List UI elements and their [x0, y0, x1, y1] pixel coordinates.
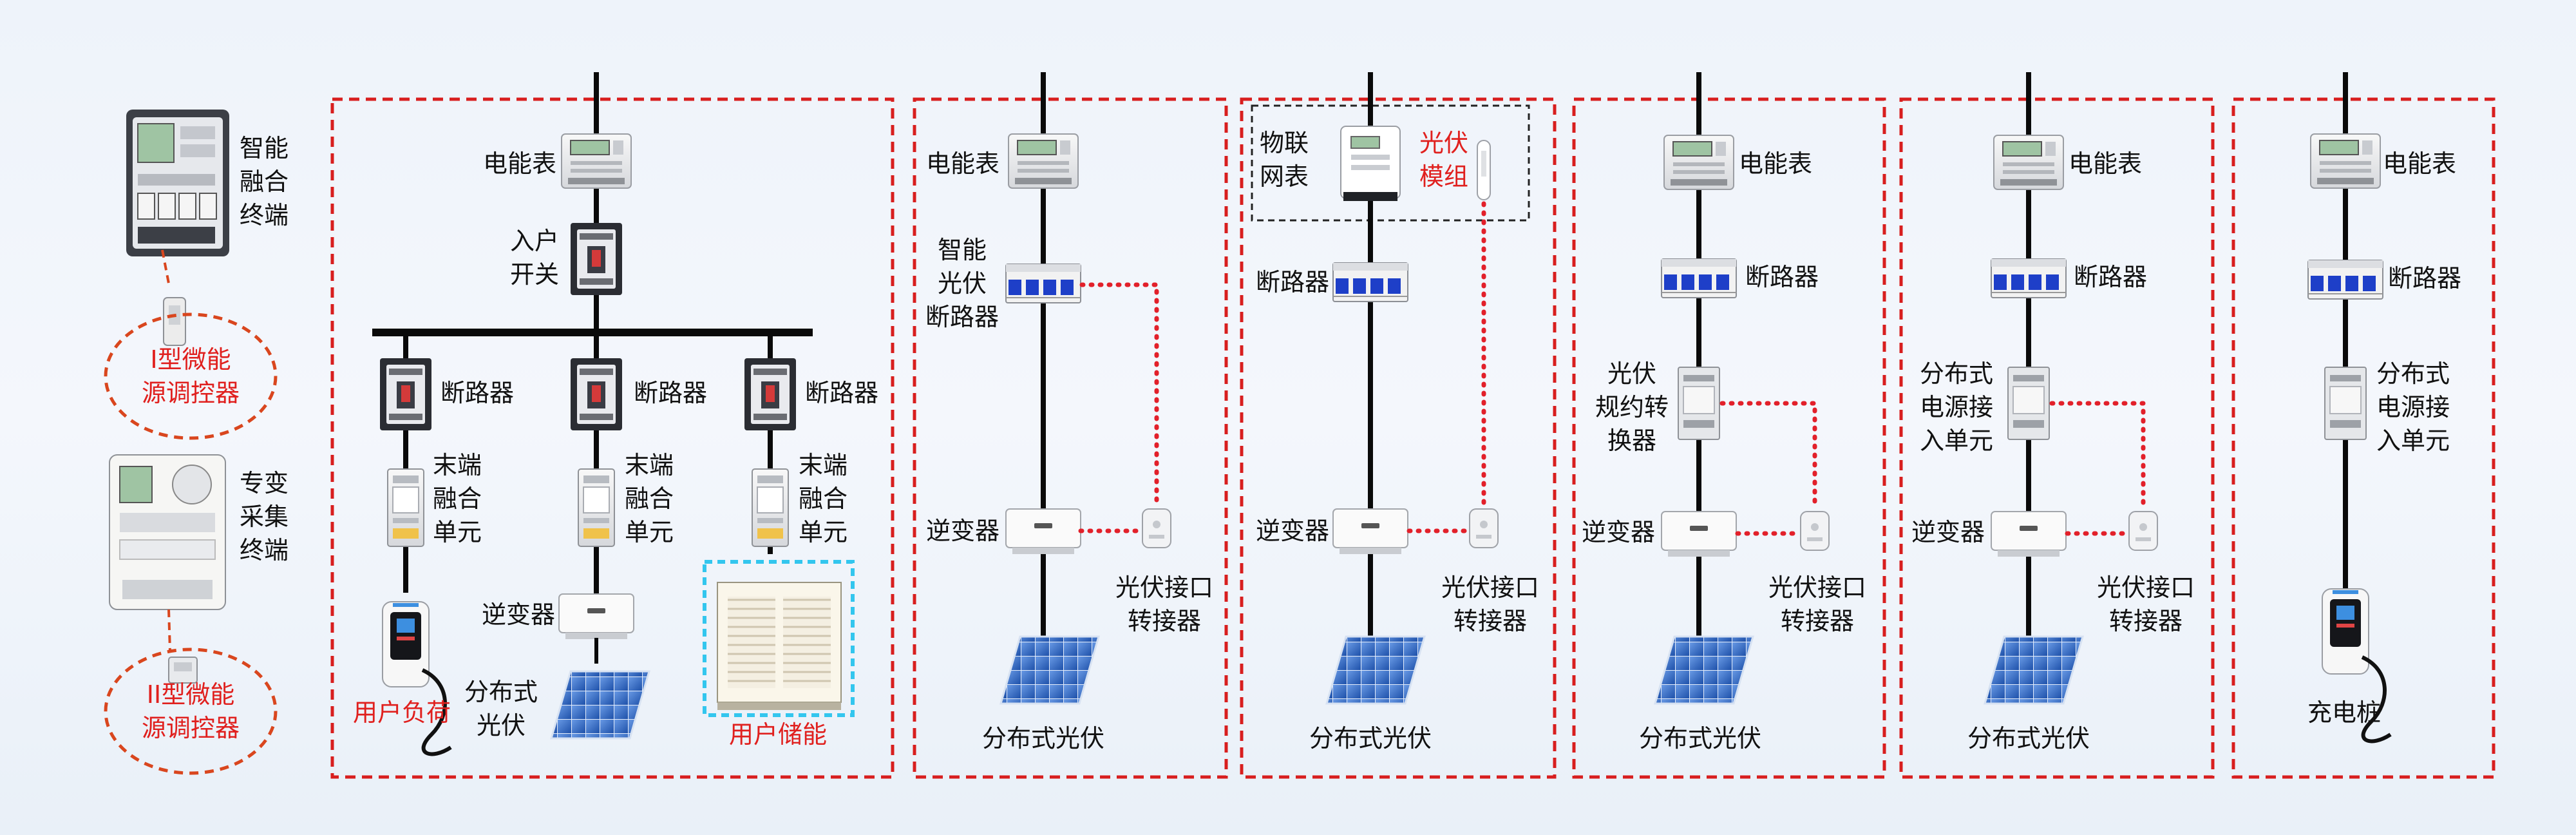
s3-pv-module-label: 光伏模组	[1419, 129, 1469, 191]
type1-controller-device	[163, 297, 186, 346]
s3-inverter-label: 逆变器	[1255, 517, 1329, 545]
s2-smart-pv-breaker	[1005, 264, 1081, 303]
s1-house-switch	[571, 223, 622, 295]
s4-protocol-converter	[1678, 367, 1720, 440]
s3-iot-meter	[1340, 126, 1401, 202]
s6-meter-label: 电能表	[2383, 149, 2457, 178]
s2-inverter-label: 逆变器	[925, 517, 999, 545]
s5-pv-adapter	[2128, 511, 2158, 551]
s2-inverter	[1005, 508, 1081, 555]
s1-breaker-3	[744, 358, 796, 430]
s1-end-unit-3-label: 末端融合单元	[799, 451, 848, 546]
s3-pv-panel	[1325, 635, 1426, 705]
s1-end-unit-2	[578, 468, 615, 547]
s4-breaker-label: 断路器	[1745, 263, 1819, 291]
s4-meter-label: 电能表	[1739, 149, 1813, 178]
s1-meter	[561, 133, 632, 189]
special-terminal-label: 专变采集终端	[240, 469, 289, 564]
special-terminal-device	[109, 454, 226, 610]
s1-inverter	[558, 593, 634, 640]
s5-meter	[1993, 135, 2064, 190]
s4-inverter	[1661, 511, 1737, 557]
s5-breaker	[1991, 258, 2067, 298]
s1-end-unit-1	[387, 468, 424, 547]
s1-breaker-3-label: 断路器	[805, 379, 879, 407]
s1-inverter-label: 逆变器	[481, 600, 555, 629]
s2-meter-label: 电能表	[925, 149, 999, 178]
smart-terminal-label: 智能融合终端	[240, 134, 289, 229]
type1-controller-label: I型微能源调控器	[141, 345, 240, 407]
s3-breaker	[1332, 262, 1408, 302]
type2-controller-label: II型微能源调控器	[141, 680, 240, 742]
s6-breaker-label: 断路器	[2388, 264, 2462, 293]
s5-inverter	[1991, 511, 2067, 557]
s4-pv-panel	[1654, 635, 1754, 705]
type2-controller-outline	[104, 648, 278, 775]
s1-end-unit-3	[752, 468, 789, 547]
s5-pv-label: 分布式光伏	[1967, 724, 2090, 753]
s5-breaker-label: 断路器	[2074, 263, 2148, 291]
s1-breaker-2-label: 断路器	[634, 379, 708, 407]
s1-breaker-2	[571, 358, 622, 430]
type2-controller-device	[168, 657, 198, 684]
s2-meter	[1008, 133, 1079, 189]
s4-meter	[1663, 135, 1734, 190]
section-3-frame	[1240, 97, 1557, 779]
s3-pv-module	[1477, 140, 1491, 200]
s5-pv-panel	[1984, 635, 2084, 705]
s5-access-unit	[2007, 367, 2050, 440]
s1-user-load-label: 用户负荷	[352, 698, 451, 727]
s6-meter	[2310, 133, 2381, 189]
s1-user-load-charger	[383, 602, 451, 754]
smart-terminal-device	[126, 110, 229, 256]
s3-breaker-label: 断路器	[1255, 268, 1329, 296]
s4-inverter-label: 逆变器	[1581, 518, 1655, 546]
s5-adapter-label: 光伏接口转接器	[2096, 573, 2195, 635]
section-1-frame	[330, 97, 895, 779]
s6-access-unit-label: 分布式电源接入单元	[2376, 360, 2450, 455]
s1-meter-label: 电能表	[482, 149, 556, 178]
s2-pv-panel	[999, 635, 1100, 705]
s1-end-unit-1-label: 末端融合单元	[433, 451, 482, 546]
s1-breaker-1-label: 断路器	[440, 379, 515, 407]
s3-pv-adapter	[1469, 508, 1499, 548]
s1-user-storage-label: 用户储能	[728, 720, 828, 749]
s6-breaker	[2307, 260, 2383, 300]
s3-iot-meter-label: 物联网表	[1260, 129, 1309, 191]
s5-inverter-label: 逆变器	[1911, 518, 1985, 546]
s5-meter-label: 电能表	[2069, 149, 2143, 178]
s4-converter-label: 光伏规约转换器	[1595, 360, 1669, 455]
s2-pv-label: 分布式光伏	[981, 724, 1105, 753]
s4-breaker	[1661, 258, 1737, 298]
s3-pv-label: 分布式光伏	[1309, 724, 1432, 753]
s4-adapter-label: 光伏接口转接器	[1768, 573, 1867, 635]
section-2-frame	[913, 97, 1228, 779]
s2-breaker-label: 智能光伏断路器	[925, 236, 999, 331]
s1-switch-label: 入户开关	[509, 227, 559, 289]
s1-breaker-1	[380, 358, 431, 430]
s4-pv-label: 分布式光伏	[1638, 724, 1762, 753]
s1-storage-frame	[703, 560, 855, 717]
s1-pv-panel	[550, 670, 650, 740]
s6-charger-label: 充电桩	[2307, 698, 2382, 727]
s5-access-unit-label: 分布式电源接入单元	[1919, 360, 1994, 455]
s1-pv-label: 分布式光伏	[464, 678, 538, 740]
s2-pv-adapter	[1142, 508, 1171, 548]
s3-adapter-label: 光伏接口转接器	[1441, 573, 1540, 635]
s2-adapter-label: 光伏接口转接器	[1115, 573, 1214, 635]
s1-end-unit-2-label: 末端融合单元	[625, 451, 674, 546]
s4-pv-adapter	[1800, 511, 1830, 551]
s3-iot-frame	[1251, 104, 1530, 222]
section-4-frame	[1572, 97, 1886, 779]
s3-inverter	[1332, 508, 1408, 555]
type1-controller-outline	[104, 312, 278, 440]
s6-access-unit	[2324, 367, 2367, 440]
section-5-frame	[1899, 97, 2215, 779]
s1-storage-cabinet	[717, 582, 842, 710]
